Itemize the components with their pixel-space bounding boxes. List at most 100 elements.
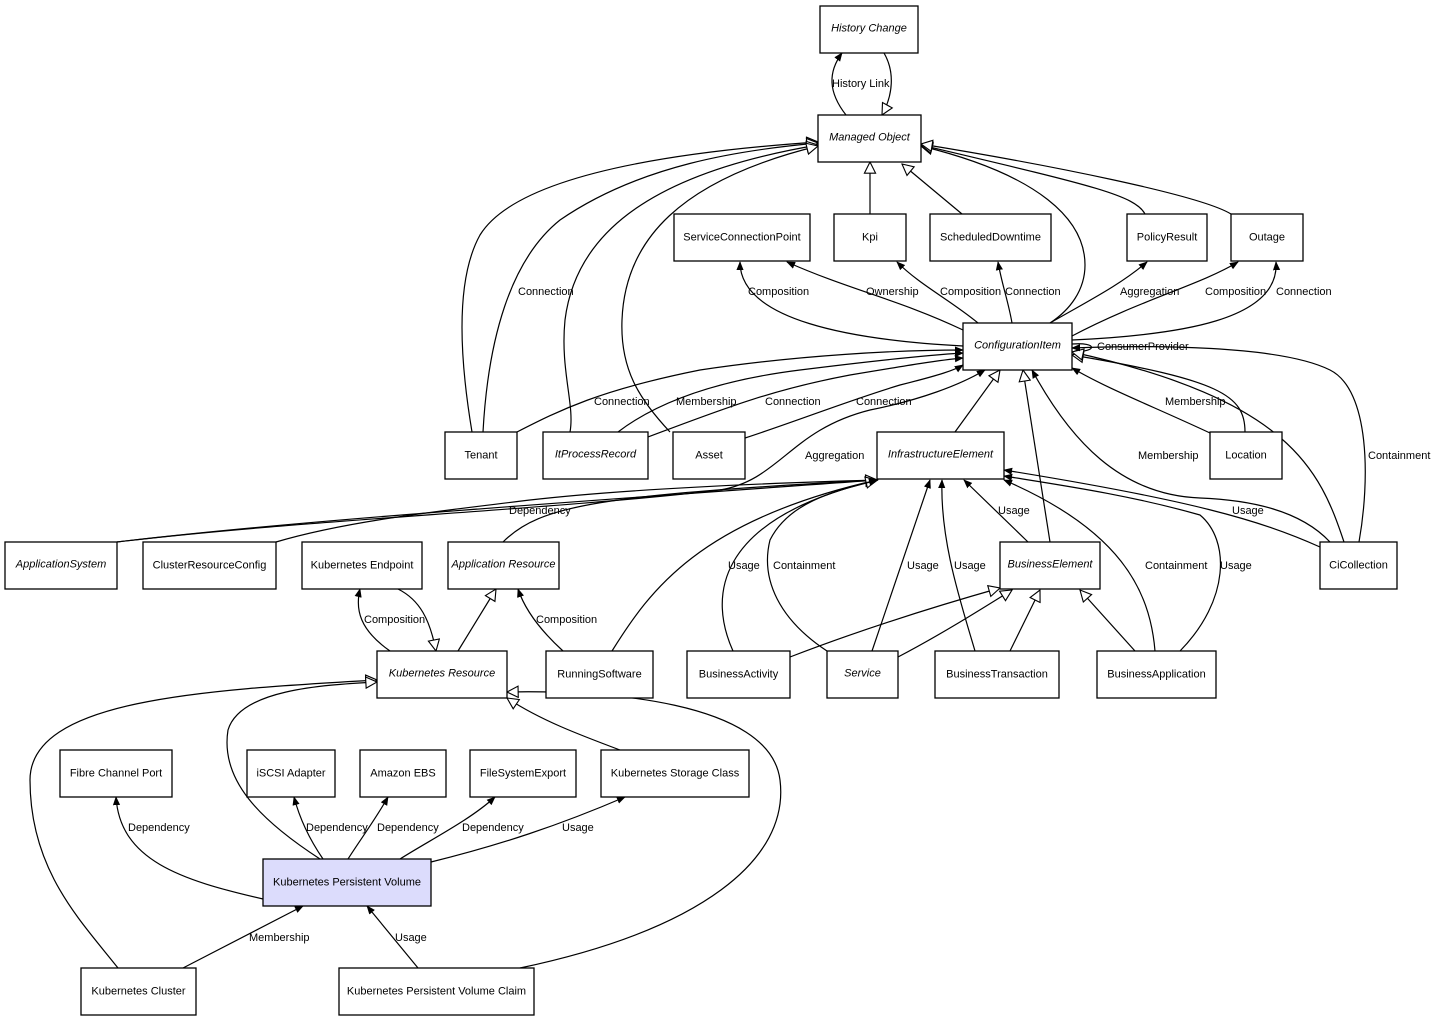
node-business-element[interactable]: BusinessElement (999, 541, 1101, 590)
node-box[interactable] (1230, 213, 1304, 262)
node-box[interactable] (444, 431, 518, 480)
edge-label: Usage (1232, 505, 1264, 517)
node-label: BusinessApplication (1107, 668, 1205, 680)
node-kubernetes-persistent-volume[interactable]: Kubernetes Persistent Volume (262, 858, 432, 907)
node-ci-collection[interactable]: CiCollection (1319, 541, 1398, 590)
inheritance-arrow (507, 692, 782, 969)
node-box[interactable] (686, 650, 791, 699)
association-arrow (744, 364, 964, 439)
node-box[interactable] (469, 749, 577, 798)
node-box[interactable] (1319, 541, 1398, 590)
association-arrow (647, 355, 964, 438)
node-amazon-ebs[interactable]: Amazon EBS (359, 749, 447, 798)
node-kubernetes-persistent-volume-claim[interactable]: Kubernetes Persistent Volume Claim (338, 967, 535, 1016)
node-business-transaction[interactable]: BusinessTransaction (934, 650, 1060, 699)
node-iscsi-adapter[interactable]: iSCSI Adapter (246, 749, 336, 798)
node-outage[interactable]: Outage (1230, 213, 1304, 262)
edges-layer (29, 52, 1366, 969)
node-box[interactable] (876, 431, 1005, 480)
node-box[interactable] (934, 650, 1060, 699)
node-box[interactable] (376, 650, 508, 699)
node-box[interactable] (142, 541, 277, 590)
node-box[interactable] (833, 213, 907, 262)
node-application-resource[interactable]: Application Resource (447, 541, 560, 590)
node-application-system[interactable]: ApplicationSystem (4, 541, 118, 590)
edge-label: Dependency (306, 822, 368, 834)
edge-tenant-to-configuration-item (516, 346, 964, 433)
edge-business-application-to-infrastructure-element (1003, 473, 1222, 652)
node-box[interactable] (1096, 650, 1217, 699)
edge-configuration-item-to-service-connection-point (736, 261, 964, 347)
association-arrow (366, 905, 419, 969)
node-policy-result[interactable]: PolicyResult (1126, 213, 1208, 262)
node-kubernetes-endpoint[interactable]: Kubernetes Endpoint (301, 541, 423, 590)
node-kubernetes-cluster[interactable]: Kubernetes Cluster (80, 967, 197, 1016)
node-box[interactable] (819, 5, 919, 54)
node-box[interactable] (999, 541, 1101, 590)
association-arrow (1031, 369, 1331, 543)
node-box[interactable] (262, 858, 432, 907)
edge-location-to-configuration-item (1072, 355, 1246, 433)
edge-service-to-infrastructure-element (871, 479, 931, 652)
node-box[interactable] (1126, 213, 1208, 262)
inheritance-arrow (621, 146, 818, 433)
edge-label: Connection (1005, 286, 1061, 298)
edge-ci-collection-to-configuration-item (1071, 344, 1366, 543)
edge-it-process-record-to-managed-object (563, 145, 818, 433)
node-box[interactable] (542, 431, 649, 480)
association-arrow (517, 588, 564, 652)
node-box[interactable] (672, 431, 746, 480)
node-box[interactable] (545, 650, 654, 699)
edge-label: Membership (676, 396, 737, 408)
association-arrow (1071, 261, 1281, 341)
node-business-application[interactable]: BusinessApplication (1096, 650, 1217, 699)
node-box[interactable] (817, 114, 922, 163)
edge-kubernetes-resource-to-kubernetes-endpoint (354, 588, 391, 652)
association-arrow (1071, 367, 1211, 434)
node-box[interactable] (826, 650, 899, 699)
node-it-process-record[interactable]: ItProcessRecord (542, 431, 649, 480)
node-history-change[interactable]: History Change (819, 5, 919, 54)
node-running-software[interactable]: RunningSoftware (545, 650, 654, 699)
node-box[interactable] (80, 967, 197, 1016)
node-managed-object[interactable]: Managed Object (817, 114, 922, 163)
node-service-connection-point[interactable]: ServiceConnectionPoint (673, 213, 811, 262)
node-scheduled-downtime[interactable]: ScheduledDowntime (929, 213, 1052, 262)
node-box[interactable] (59, 749, 173, 798)
edge-policy-result-to-managed-object (921, 145, 1146, 215)
inheritance-arrow (902, 164, 963, 215)
node-file-system-export[interactable]: FileSystemExport (469, 749, 577, 798)
node-service[interactable]: Service (826, 650, 899, 699)
edge-kubernetes-persistent-volume-to-file-system-export (399, 796, 496, 860)
node-box[interactable] (929, 213, 1052, 262)
node-box[interactable] (447, 541, 560, 590)
node-box[interactable] (338, 967, 535, 1016)
node-kpi[interactable]: Kpi (833, 213, 907, 262)
node-kubernetes-resource[interactable]: Kubernetes Resource (376, 650, 508, 699)
node-configuration-item[interactable]: ConfigurationItem (962, 322, 1073, 371)
node-label: BusinessElement (1008, 558, 1094, 570)
node-label: CiCollection (1329, 559, 1388, 571)
node-box[interactable] (1209, 431, 1283, 480)
node-cluster-resource-config[interactable]: ClusterResourceConfig (142, 541, 277, 590)
node-business-activity[interactable]: BusinessActivity (686, 650, 791, 699)
node-asset[interactable]: Asset (672, 431, 746, 480)
node-box[interactable] (301, 541, 423, 590)
edge-configuration-item-to-policy-result (1049, 261, 1148, 324)
node-box[interactable] (359, 749, 447, 798)
node-label: Kubernetes Endpoint (311, 559, 414, 571)
node-box[interactable] (962, 322, 1073, 371)
association-arrow (995, 261, 1013, 324)
node-box[interactable] (246, 749, 336, 798)
node-box[interactable] (673, 213, 811, 262)
node-kubernetes-storage-class[interactable]: Kubernetes Storage Class (600, 749, 750, 798)
edge-ci-collection-to-configuration-item (1031, 369, 1331, 543)
inheritance-arrow (502, 480, 877, 543)
node-location[interactable]: Location (1209, 431, 1283, 480)
node-infrastructure-element[interactable]: InfrastructureElement (876, 431, 1005, 480)
node-tenant[interactable]: Tenant (444, 431, 518, 480)
node-label: Managed Object (829, 131, 911, 143)
node-box[interactable] (600, 749, 750, 798)
node-fibre-channel-port[interactable]: Fibre Channel Port (59, 749, 173, 798)
node-box[interactable] (4, 541, 118, 590)
